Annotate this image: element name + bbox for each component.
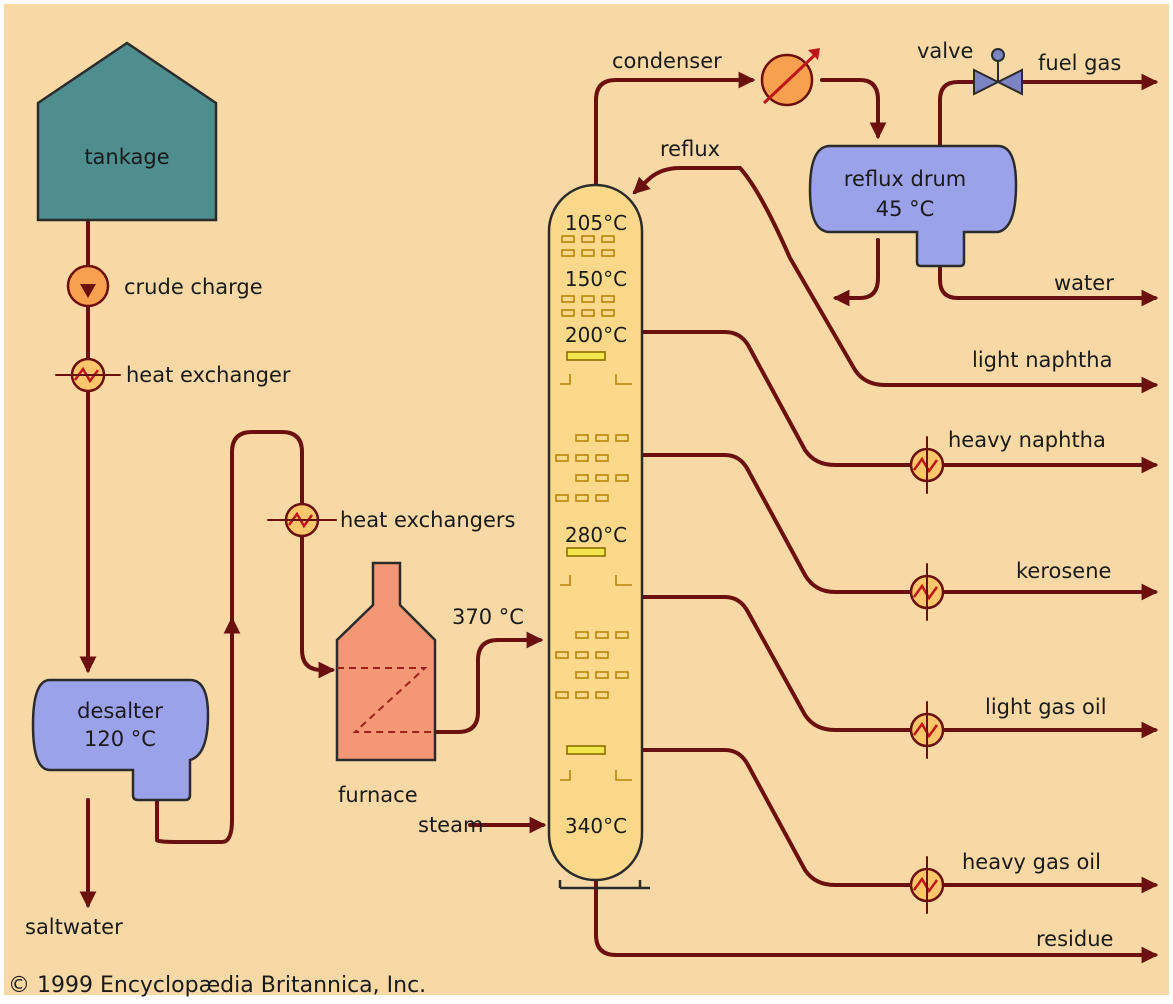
kerosene-exchanger-icon bbox=[909, 563, 945, 621]
condenser-icon bbox=[760, 48, 820, 107]
condenser-label: condenser bbox=[612, 49, 722, 73]
valve-label: valve bbox=[917, 39, 973, 63]
product-heavy-naphtha: heavy naphtha bbox=[948, 428, 1106, 452]
column-temperature-5: 340°C bbox=[565, 814, 627, 838]
desalter-temperature: 120 °C bbox=[84, 727, 156, 751]
column-temperature-4: 280°C bbox=[565, 523, 627, 547]
product-fuel-gas: fuel gas bbox=[1038, 51, 1121, 75]
steam-label: steam bbox=[418, 813, 483, 837]
tankage-vessel: tankage bbox=[36, 41, 218, 222]
copyright-notice: © 1999 Encyclopædia Britannica, Inc. bbox=[8, 973, 426, 998]
reflux-drum-vessel: reflux drum 45 °C bbox=[808, 144, 1018, 268]
pipe-network bbox=[79, 71, 1159, 964]
heat-exchanger-icon bbox=[55, 357, 121, 393]
crude-charge-label: crude charge bbox=[124, 275, 263, 299]
reflux-drum-label: reflux drum bbox=[844, 167, 966, 191]
desalter-label: desalter bbox=[77, 699, 163, 723]
column-temperature-3: 200°C bbox=[565, 323, 627, 347]
saltwater-label: saltwater bbox=[25, 915, 123, 939]
heavy-naphtha-exchanger-icon bbox=[909, 436, 945, 494]
column-trays bbox=[555, 235, 632, 781]
heat-exchangers-label: heat exchangers bbox=[340, 508, 515, 532]
heat-exchanger-label: heat exchanger bbox=[126, 363, 291, 387]
column-temperature-2: 150°C bbox=[565, 267, 627, 291]
water-label: water bbox=[1054, 271, 1114, 295]
product-residue: residue bbox=[1036, 927, 1113, 951]
product-heavy-gas-oil: heavy gas oil bbox=[962, 850, 1101, 874]
heat-exchangers-icon bbox=[267, 502, 337, 538]
reflux-drum-temperature: 45 °C bbox=[876, 197, 935, 221]
furnace-unit bbox=[335, 561, 437, 762]
desalter-vessel: desalter 120 °C bbox=[31, 678, 210, 802]
furnace-label: furnace bbox=[338, 783, 418, 807]
crude-charge-pump bbox=[66, 264, 110, 308]
product-light-gas-oil: light gas oil bbox=[985, 695, 1107, 719]
product-kerosene: kerosene bbox=[1016, 559, 1111, 583]
light-gas-oil-exchanger-icon bbox=[909, 701, 945, 759]
heavy-gas-oil-exchanger-icon bbox=[909, 856, 945, 914]
tankage-label: tankage bbox=[84, 145, 169, 169]
valve-icon bbox=[973, 48, 1023, 96]
reflux-label: reflux bbox=[660, 137, 720, 161]
product-light-naphtha: light naphtha bbox=[972, 348, 1112, 372]
furnace-outlet-temperature: 370 °C bbox=[452, 605, 524, 629]
distillation-column: 105°C 150°C 200°C 280°C 340°C bbox=[547, 183, 650, 890]
column-temperature-1: 105°C bbox=[565, 211, 627, 235]
